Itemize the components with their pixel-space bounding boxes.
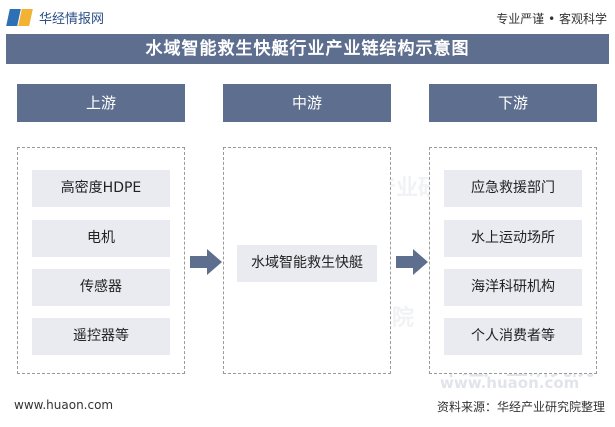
upstream-box: 高密度HDPE 电机 传感器 遥控器等 [17, 147, 185, 374]
source-note: 资料来源：华经产业研究院整理 [436, 400, 605, 414]
midstream-box: 水域智能救生快艇 [223, 147, 391, 374]
logo-icon [6, 9, 33, 26]
top-bar: 华经情报网 专业严谨 • 客观科学 [0, 0, 615, 34]
downstream-item: 水上运动场所 [444, 220, 582, 257]
column-heading-midstream: 中游 [223, 84, 391, 122]
downstream-box: 应急救援部门 水上运动场所 海洋科研机构 个人消费者等 [429, 147, 597, 374]
watermark-url: www.huaon.com [440, 374, 580, 392]
upstream-item: 高密度HDPE [32, 170, 170, 207]
downstream-item: 个人消费者等 [444, 318, 582, 355]
brand-logo: 华经情报网 [6, 8, 105, 27]
arrow-right-icon [396, 249, 428, 275]
logo-text: 华经情报网 [39, 12, 105, 27]
midstream-item: 水域智能救生快艇 [237, 245, 377, 282]
slogan: 专业严谨 • 客观科学 [496, 12, 607, 26]
downstream-item: 应急救援部门 [444, 170, 582, 207]
column-heading-downstream: 下游 [429, 84, 597, 122]
downstream-item: 海洋科研机构 [444, 269, 582, 306]
column-heading-upstream: 上游 [17, 84, 185, 122]
upstream-item: 电机 [32, 220, 170, 257]
diagram-title: 水域智能救生快艇行业产业链结构示意图 [6, 34, 609, 64]
upstream-item: 遥控器等 [32, 318, 170, 355]
footer-url: www.huaon.com [14, 398, 114, 412]
arrow-right-icon [190, 249, 222, 275]
upstream-item: 传感器 [32, 269, 170, 306]
